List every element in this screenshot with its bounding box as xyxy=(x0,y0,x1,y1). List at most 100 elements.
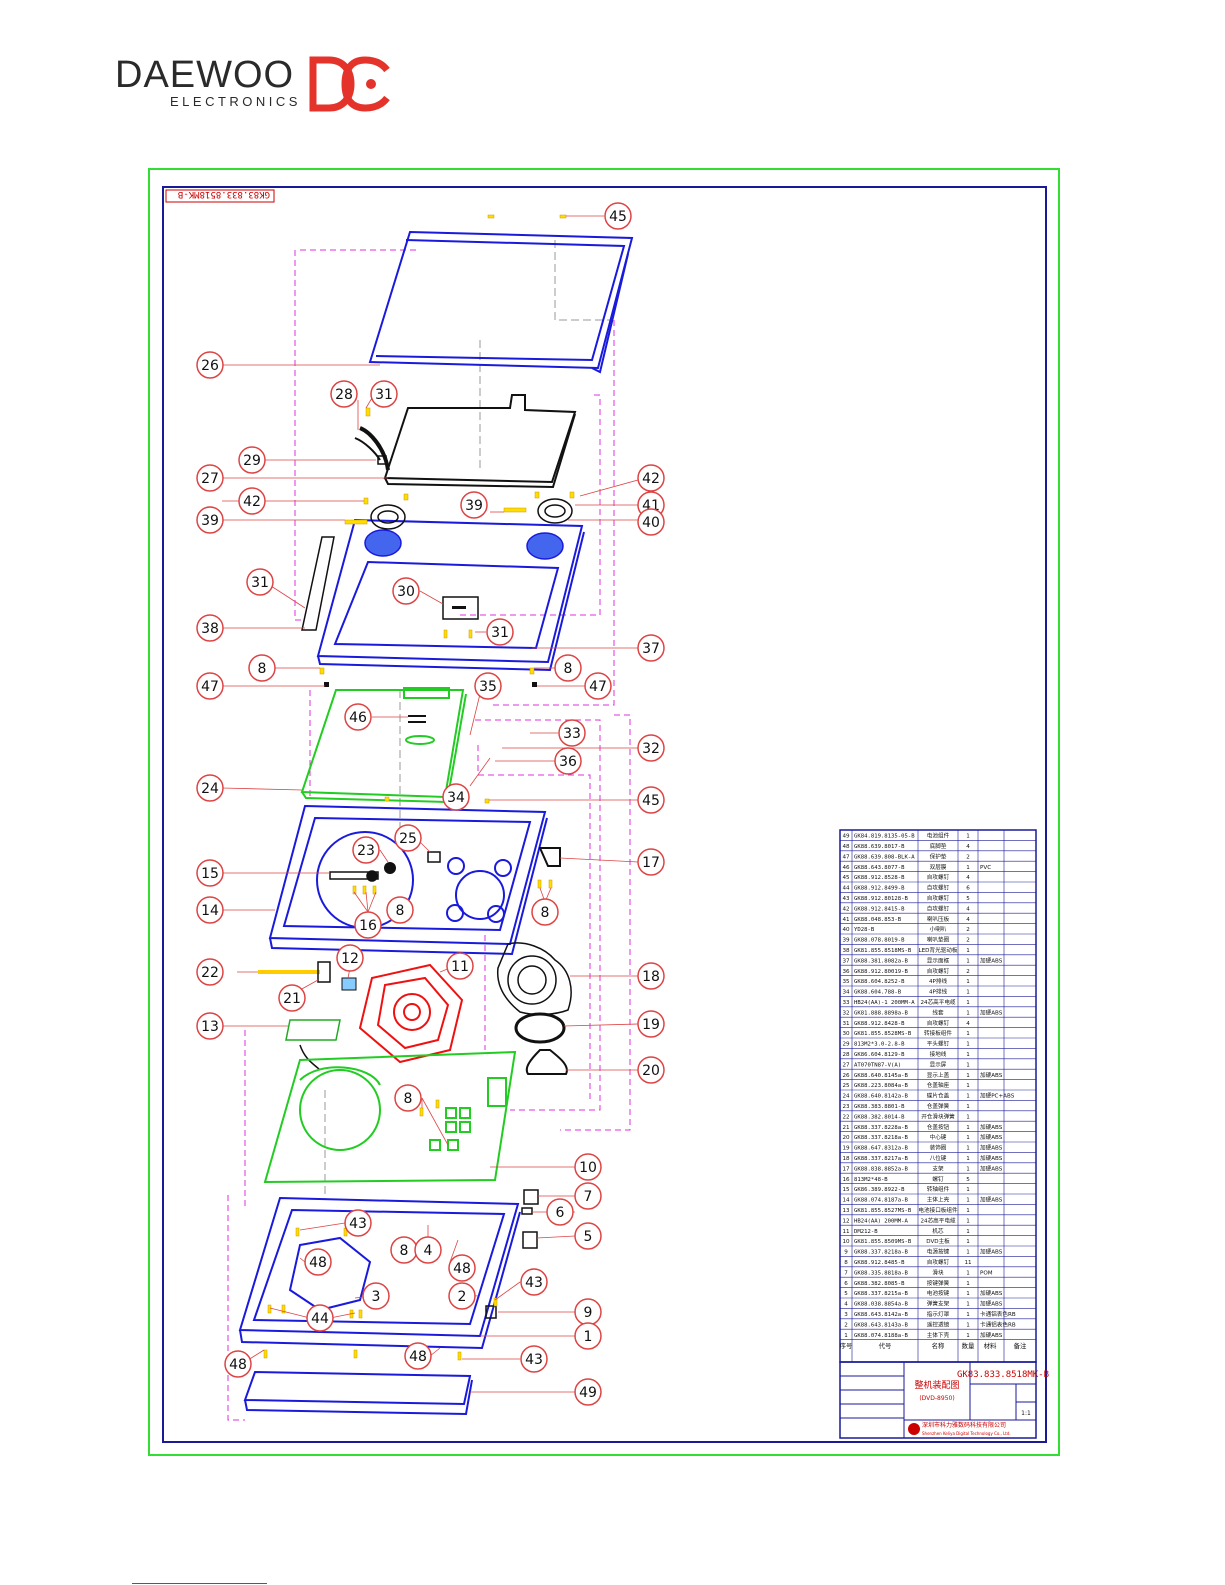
bom-cell: 主体下壳 xyxy=(927,1331,950,1339)
bom-header-cell: 数量 xyxy=(962,1341,975,1350)
bom-cell: GK88.074.8187a-B xyxy=(854,1198,909,1204)
svg-text:26: 26 xyxy=(201,358,219,374)
title-block: GK83.833.8518MK-B 整机装配图 (DVD-8950) 1:1 深… xyxy=(839,1361,1049,1439)
bom-cell: GK88.639.808-BLK-A xyxy=(854,854,915,860)
callout-46: 46 xyxy=(344,703,372,731)
bom-cell: 37 xyxy=(842,958,850,964)
bom-cell: 39 xyxy=(842,938,850,944)
bom-cell: 43 xyxy=(842,896,850,902)
bom-cell: 小喇叭 xyxy=(930,925,947,933)
bom-cell: GK88.912.8499-B xyxy=(854,886,905,892)
bom-cell: GK81.855.8509MS-B xyxy=(854,1239,912,1245)
callout-9: 9 xyxy=(574,1298,602,1326)
svg-text:48: 48 xyxy=(309,1255,327,1271)
bom-cell: GK81.888.8898a-B xyxy=(854,1010,909,1016)
daewoo-logo: DAEWOO ELECTRONICS xyxy=(112,52,402,112)
bom-cell: 4 xyxy=(844,1302,848,1308)
bom-cell: GK88.643.8142a-B xyxy=(854,1312,909,1318)
callout-1: 1 xyxy=(574,1322,602,1350)
bom-cell: GK88.643.8077-B xyxy=(854,865,905,871)
bom-cell: 主体上壳 xyxy=(927,1196,950,1204)
callout-33: 33 xyxy=(558,719,586,747)
bom-cell: 1 xyxy=(966,1218,970,1224)
callout-17: 17 xyxy=(637,848,665,876)
bom-cell: 4 xyxy=(966,875,970,881)
bom-cell: 1 xyxy=(844,1333,848,1339)
side-parts xyxy=(485,1189,539,1319)
callout-39a: 39 xyxy=(196,506,224,534)
bom-cell: 机芯 xyxy=(932,1227,944,1235)
part-20-center-key xyxy=(525,1049,568,1075)
screws xyxy=(263,214,575,1361)
callout-20: 20 xyxy=(637,1056,665,1084)
bom-cell: 4 xyxy=(966,844,970,850)
bom-cell: 1 xyxy=(966,1250,970,1256)
bom-cell: 1 xyxy=(966,1291,970,1297)
bom-cell: 47 xyxy=(842,854,850,860)
svg-text:47: 47 xyxy=(201,679,219,695)
svg-text:7: 7 xyxy=(584,1189,593,1205)
svg-text:36: 36 xyxy=(559,754,577,770)
part-1-bottom-case xyxy=(238,1196,521,1350)
bom-header-cell: 序号 xyxy=(840,1341,853,1350)
bom-cell: 1 xyxy=(966,1042,970,1048)
bom-cell: 中心键 xyxy=(930,1133,947,1141)
part-18-eight-way-key xyxy=(497,942,572,1016)
title-subtitle: (DVD-8950) xyxy=(919,1395,954,1402)
svg-text:25: 25 xyxy=(399,831,417,847)
svg-text:22: 22 xyxy=(201,965,219,981)
bom-cell: 1 xyxy=(966,1052,970,1058)
bom-cell: GK81.855.8518MS-B xyxy=(854,948,912,954)
bom-cell: GK88.912.8485-B xyxy=(854,1260,905,1266)
bom-cell: 加硬ABS xyxy=(980,1154,1003,1162)
bom-cell: 2 xyxy=(966,938,970,944)
part-21-cover-button xyxy=(258,961,331,983)
svg-text:48: 48 xyxy=(229,1357,247,1373)
svg-text:6: 6 xyxy=(556,1205,565,1221)
callout-44: 44 xyxy=(306,1304,334,1332)
callout-24: 24 xyxy=(196,774,224,802)
bom-cell: 保护垫 xyxy=(930,852,947,860)
bom-cell: 电池按键 xyxy=(927,1289,950,1297)
svg-text:39: 39 xyxy=(201,513,219,529)
bom-cell: 26 xyxy=(842,1073,850,1079)
svg-text:11: 11 xyxy=(451,959,469,975)
bom-cell: 19 xyxy=(842,1146,850,1152)
bom-cell: 加硬ABS xyxy=(980,1196,1003,1204)
svg-text:48: 48 xyxy=(453,1261,471,1277)
bom-cell: 813M2*48-B xyxy=(854,1177,888,1183)
bom-cell: POM xyxy=(980,1270,993,1276)
callout-39b: 39 xyxy=(460,491,488,519)
bom-cell: 34 xyxy=(842,990,850,996)
svg-text:40: 40 xyxy=(642,515,660,531)
bom-cell: 6 xyxy=(844,1281,848,1287)
callout-48c: 48 xyxy=(224,1350,252,1378)
bom-cell: 1 xyxy=(966,1302,970,1308)
bom-cell: 11 xyxy=(842,1229,850,1235)
callout-22: 22 xyxy=(196,958,224,986)
bom-cell: 加硬ABS xyxy=(980,1008,1003,1016)
company-name: 深圳市科力雅数码科技有限公司 xyxy=(922,1421,1006,1429)
bom-cell: 28 xyxy=(842,1052,850,1058)
svg-text:20: 20 xyxy=(642,1063,660,1079)
part-49-battery-pack xyxy=(243,1370,473,1416)
callout-12: 12 xyxy=(336,944,364,972)
bom-cell: 21 xyxy=(842,1125,850,1131)
bom-cell: 加硬ABS xyxy=(980,1133,1003,1141)
part-17-bracket xyxy=(538,847,561,867)
svg-text:28: 28 xyxy=(335,387,353,403)
part-6-key-spring xyxy=(521,1207,533,1215)
callout-30: 30 xyxy=(392,577,420,605)
bom-cell: 15 xyxy=(842,1187,850,1193)
bom-cell: GK88.337.8217a-B xyxy=(854,1156,909,1162)
daewoo-mark-icon xyxy=(309,56,390,112)
bom-cell: DVD主板 xyxy=(926,1237,950,1245)
bom-header-cell: 代号 xyxy=(879,1341,892,1350)
svg-text:27: 27 xyxy=(201,471,219,487)
bom-cell: 仓盖按钮 xyxy=(927,1123,950,1131)
callout-36: 36 xyxy=(554,747,582,775)
svg-text:10: 10 xyxy=(579,1160,597,1176)
callout-43b: 43 xyxy=(520,1268,548,1296)
callout-15: 15 xyxy=(196,859,224,887)
bom-cell: 4P排线 xyxy=(929,977,948,985)
